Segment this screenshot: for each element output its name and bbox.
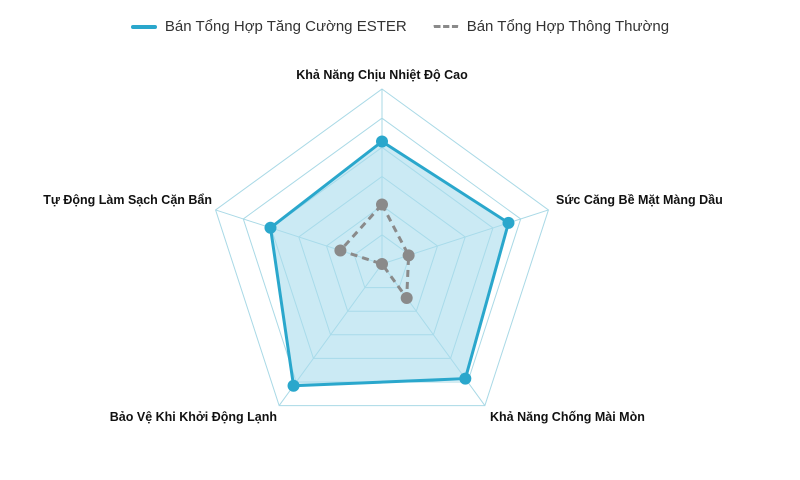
legend-item-ester[interactable]: Bán Tổng Hợp Tăng Cường ESTER: [130, 18, 407, 35]
series-area-ester: [268, 140, 510, 388]
data-point-ester: [502, 216, 515, 229]
legend: Bán Tổng Hợp Tăng Cường ESTER Bán Tổng H…: [0, 18, 800, 35]
axis-label: Khả Năng Chống Mài Mòn: [490, 410, 645, 424]
series-line-conventional: [337, 201, 411, 303]
data-point-conventional: [334, 244, 347, 257]
data-point-conventional: [400, 291, 413, 304]
legend-label: Bán Tổng Hợp Tăng Cường ESTER: [164, 18, 407, 35]
legend-label: Bán Tổng Hợp Thông Thường: [466, 18, 670, 35]
axis-label: Bảo Vệ Khi Khởi Động Lạnh: [110, 410, 277, 424]
data-point-conventional: [376, 198, 388, 211]
data-point-conventional: [402, 249, 415, 262]
legend-swatch-dashed: [432, 25, 459, 28]
axis-label: Khả Năng Chịu Nhiệt Độ Cao: [296, 68, 468, 82]
data-point-ester: [287, 379, 300, 392]
axis-label: Sức Căng Bề Mặt Màng Dầu: [556, 193, 723, 207]
data-point-ester: [459, 372, 472, 385]
data-point-ester: [376, 135, 388, 148]
axis-label: Tự Động Làm Sạch Cặn Bẩn: [43, 193, 212, 207]
legend-swatch-solid: [130, 24, 157, 29]
data-point-conventional: [376, 258, 388, 270]
data-point-ester: [264, 221, 277, 234]
grid-ring: [214, 88, 550, 407]
legend-item-conventional[interactable]: Bán Tổng Hợp Thông Thường: [432, 18, 670, 35]
